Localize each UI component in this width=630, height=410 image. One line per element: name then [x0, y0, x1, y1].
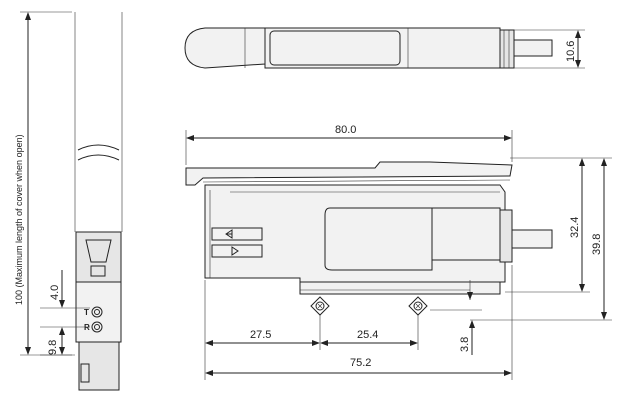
break-line-upper — [77, 144, 120, 151]
top-connector — [499, 29, 515, 69]
front-connector — [499, 209, 513, 263]
break-line-lower — [77, 154, 120, 161]
bottom-connector — [78, 341, 120, 391]
screw-left — [310, 296, 330, 316]
side-profile-view: T R 100 (Maximum length of cover when op… — [14, 11, 123, 391]
indicator-r — [91, 321, 103, 333]
screw-right — [408, 296, 428, 316]
dim-9-8: 9.8 — [47, 340, 59, 355]
dim-25-4: 25.4 — [357, 329, 378, 341]
indicator-t-label: T — [84, 308, 89, 317]
dim-3-8: 3.8 — [459, 337, 471, 352]
top-cable — [513, 39, 553, 57]
dim-cover-open: 100 (Maximum length of cover when open) — [14, 134, 24, 305]
indicator-r-label: R — [84, 323, 90, 332]
right-arrow-icon — [231, 246, 239, 256]
right-arrow-button[interactable] — [211, 244, 263, 258]
indicator-t — [91, 306, 103, 318]
dim-10-6: 10.6 — [565, 41, 577, 62]
front-view: 80.0 32.4 39.8 3.8 27.5 25.4 — [185, 124, 612, 380]
top-cover — [185, 161, 513, 186]
display-window — [324, 207, 433, 271]
left-arrow-icon — [225, 229, 233, 239]
top-view: 10.6 — [184, 27, 585, 69]
main-body — [204, 184, 506, 283]
front-cable — [511, 229, 553, 249]
dim-27-5: 27.5 — [250, 329, 271, 341]
dim-75-2: 75.2 — [350, 357, 371, 369]
dim-39-8: 39.8 — [591, 234, 603, 255]
dim-80-0: 80.0 — [335, 124, 356, 136]
dim-32-4: 32.4 — [569, 217, 581, 238]
left-arrow-button[interactable] — [211, 227, 263, 241]
dim-4-0: 4.0 — [49, 285, 61, 300]
